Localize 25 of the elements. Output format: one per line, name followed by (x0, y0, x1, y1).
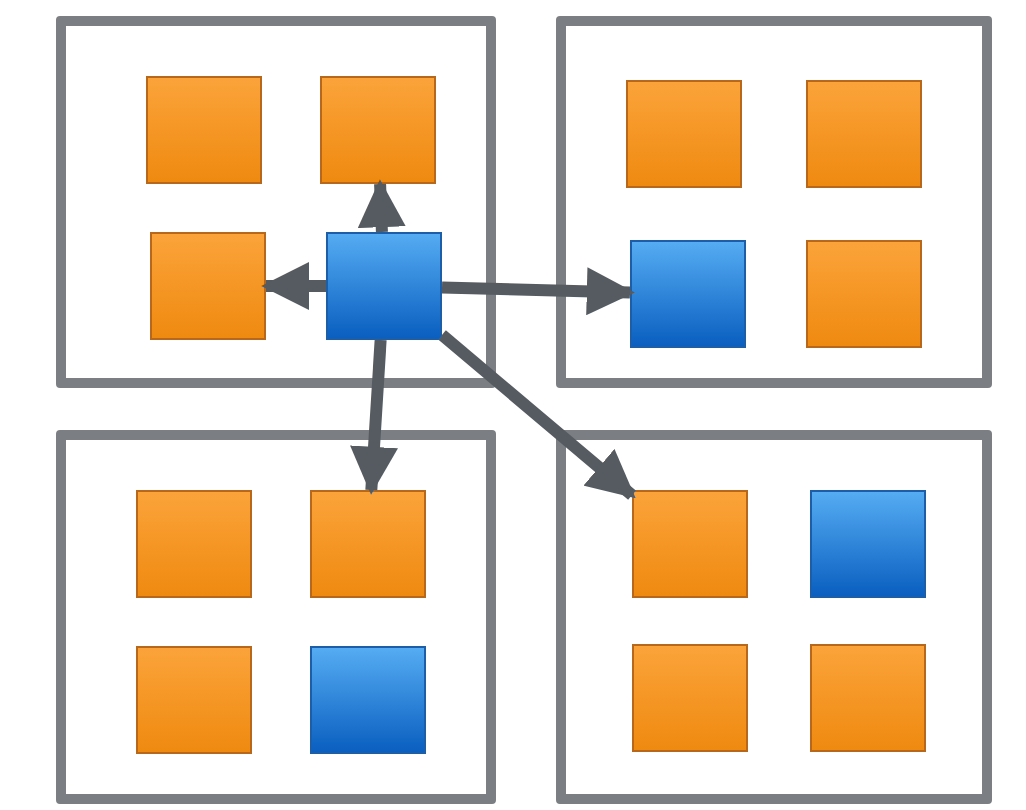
square-block (626, 80, 742, 188)
group-frame (556, 16, 992, 388)
square-block (136, 646, 252, 754)
square-block (326, 232, 442, 340)
square-block (630, 240, 746, 348)
arrow (261, 262, 326, 310)
arrow (441, 267, 635, 316)
arrow (438, 330, 636, 500)
square-block (320, 76, 436, 184)
square-block (136, 490, 252, 598)
group-frame (56, 16, 496, 388)
group-frame (556, 430, 992, 804)
square-block (806, 240, 922, 348)
square-block (632, 644, 748, 752)
square-block (310, 646, 426, 754)
square-block (806, 80, 922, 188)
arrow (350, 339, 398, 495)
square-block (632, 490, 748, 598)
arrow (357, 179, 406, 233)
square-block (150, 232, 266, 340)
square-block (810, 490, 926, 598)
square-block (146, 76, 262, 184)
square-block (810, 644, 926, 752)
square-block (310, 490, 426, 598)
group-frame (56, 430, 496, 804)
